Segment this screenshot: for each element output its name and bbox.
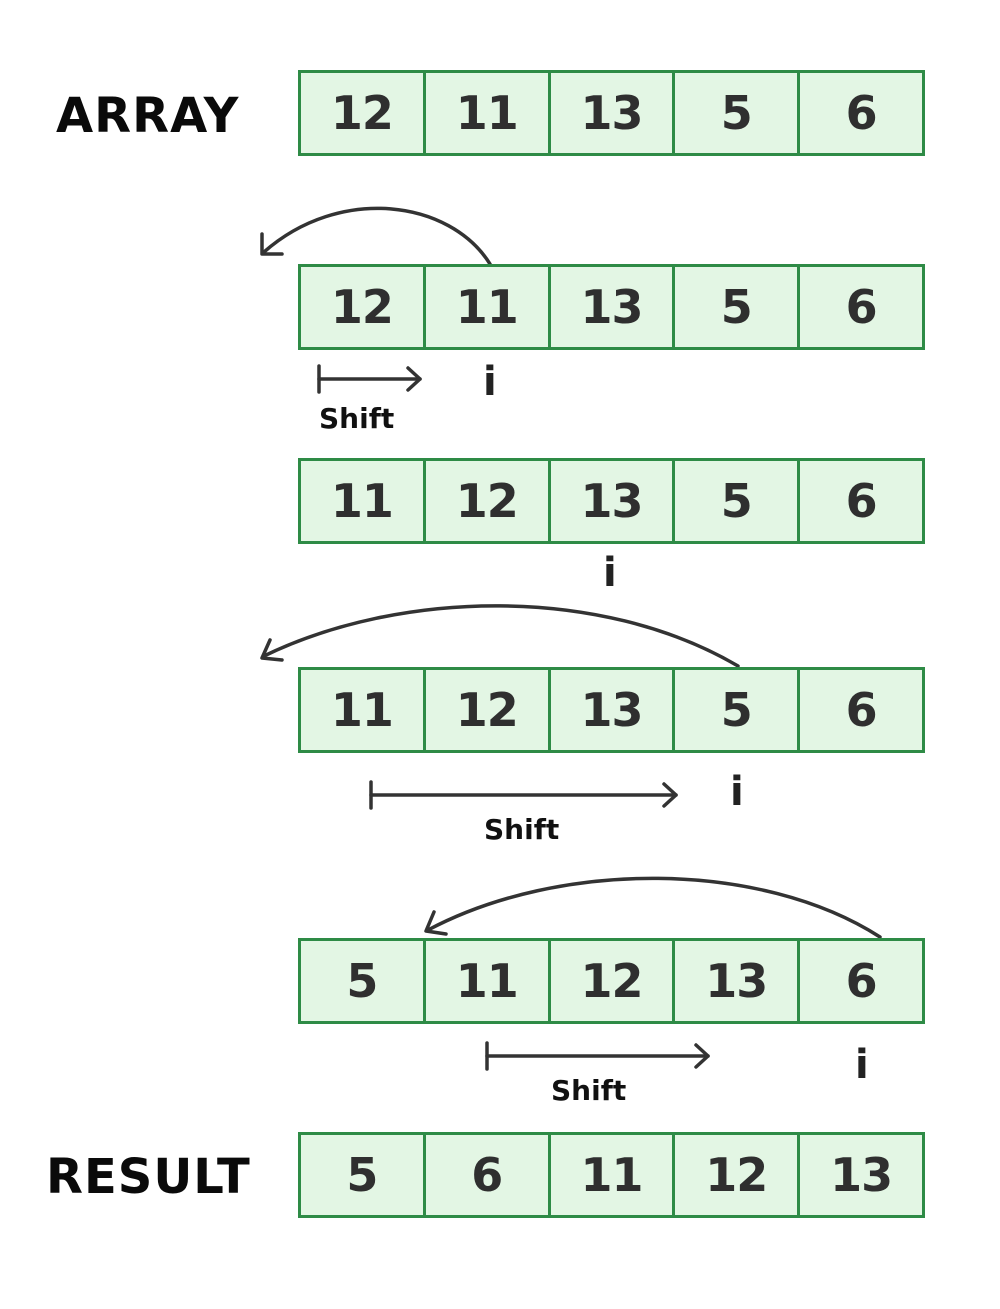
- move-arrow-row4: [262, 604, 740, 668]
- array-cell: 6: [845, 474, 878, 528]
- array-cell: 6: [845, 954, 878, 1008]
- array-cell: 13: [551, 73, 676, 153]
- index-marker-row5: i: [855, 1042, 869, 1088]
- result-cell: 11: [551, 1135, 676, 1215]
- array-row-3: 11 12 13 5 6: [298, 458, 925, 544]
- array-cell: 12: [426, 461, 551, 541]
- array-cell: 5: [675, 670, 801, 750]
- array-cell: 12: [301, 73, 426, 153]
- move-arrow-row2: [262, 206, 492, 266]
- array-row-5: 5 11 12 13 6: [298, 938, 925, 1024]
- array-cell: 11: [301, 461, 426, 541]
- shift-arrow-row5: [485, 1041, 710, 1071]
- array-cell: 11: [426, 941, 551, 1021]
- move-arrow-row5: [426, 876, 882, 939]
- move-arrowhead-row5: [424, 910, 448, 936]
- array-cell: 6: [845, 86, 878, 140]
- array-cell: 11: [301, 670, 426, 750]
- array-cell: 5: [301, 941, 426, 1021]
- array-cell: 13: [551, 461, 676, 541]
- array-cell: 6: [845, 683, 878, 737]
- shift-label-row4: Shift: [484, 813, 560, 846]
- result-cell: 6: [426, 1135, 551, 1215]
- array-row-1: 12 11 13 5 6: [298, 70, 925, 156]
- move-arrowhead-row4: [260, 638, 284, 662]
- array-cell: 12: [551, 941, 676, 1021]
- array-cell: 12: [426, 670, 551, 750]
- array-label: ARRAY: [56, 88, 240, 144]
- array-cell: 13: [551, 267, 676, 347]
- shift-label-row5: Shift: [551, 1074, 627, 1107]
- result-label: RESULT: [46, 1149, 251, 1205]
- array-cell: 13: [551, 670, 676, 750]
- index-marker-row3: i: [603, 550, 617, 596]
- array-cell: 11: [426, 73, 551, 153]
- array-cell: 6: [845, 280, 878, 334]
- array-cell: 5: [675, 461, 801, 541]
- result-cell: 12: [675, 1135, 801, 1215]
- array-row-4: 11 12 13 5 6: [298, 667, 925, 753]
- shift-arrow-row4: [369, 780, 678, 810]
- result-cell: 5: [301, 1135, 426, 1215]
- result-cell: 13: [830, 1148, 893, 1202]
- array-row-2: 12 11 13 5 6: [298, 264, 925, 350]
- array-cell: 13: [675, 941, 801, 1021]
- shift-arrow-row2: [317, 364, 422, 394]
- array-cell: 5: [675, 73, 801, 153]
- result-row: 5 6 11 12 13: [298, 1132, 925, 1218]
- shift-label-row2: Shift: [319, 402, 395, 435]
- move-arrowhead-row2: [260, 232, 284, 256]
- array-cell: 12: [301, 267, 426, 347]
- array-cell: 11: [426, 267, 551, 347]
- index-marker-row2: i: [483, 359, 497, 405]
- index-marker-row4: i: [730, 769, 744, 815]
- array-cell: 5: [675, 267, 801, 347]
